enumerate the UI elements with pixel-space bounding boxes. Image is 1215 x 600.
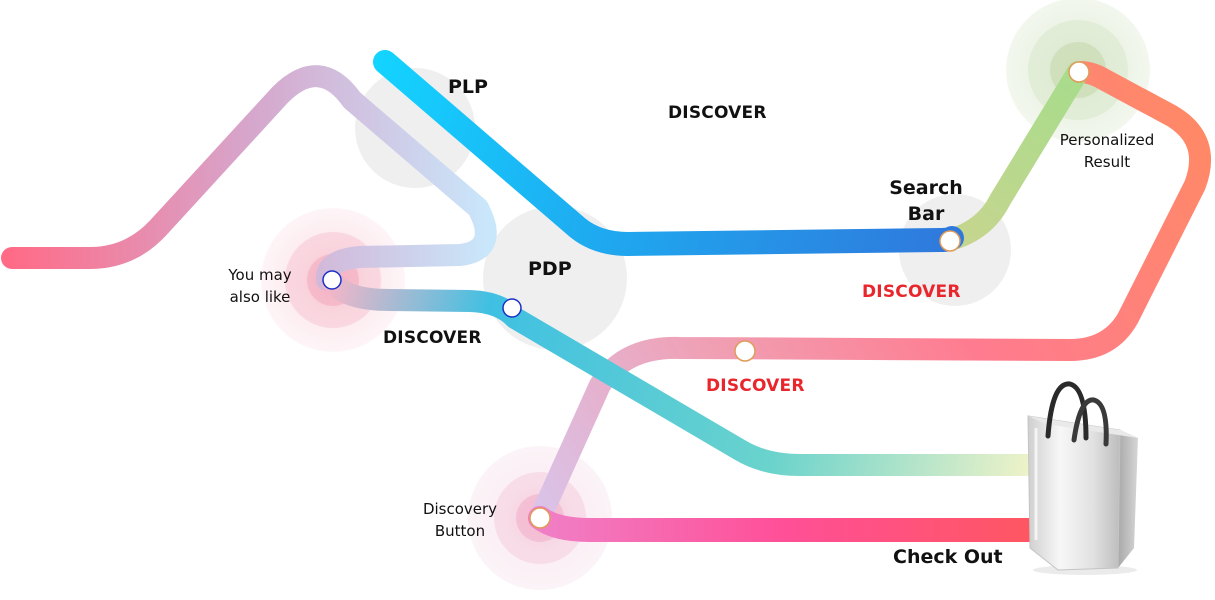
search-bar-label: Search Bar: [889, 175, 963, 227]
station-you-may-like[interactable]: [322, 270, 342, 290]
you-may-label-line1: You may: [228, 266, 292, 284]
discovery-label-line2: Button: [434, 522, 486, 540]
station-search-bar[interactable]: [939, 230, 961, 252]
return-line: [529, 61, 1212, 529]
discover-top-label: DISCOVER: [668, 103, 767, 123]
discover-search-label: DISCOVER: [862, 282, 961, 302]
teal-line: [322, 271, 1041, 476]
search-bar-label-line1: Search: [889, 177, 963, 199]
discovery-label-line1: Discovery: [422, 500, 498, 518]
personalized-result-label: Personalized Result: [1060, 129, 1155, 173]
purple-line: [1, 65, 497, 291]
personalized-label-line2: Result: [1083, 153, 1131, 171]
check-out-label[interactable]: Check Out: [893, 546, 1003, 568]
discover-pdp-label: DISCOVER: [383, 328, 482, 348]
station-personalized[interactable]: [1068, 61, 1090, 83]
shopping-bag-icon[interactable]: [1027, 381, 1138, 575]
personalized-label-line1: Personalized: [1059, 131, 1155, 149]
stations: [322, 61, 1090, 529]
checkout-line: [528, 506, 1042, 542]
search-bar-label-line2: Bar: [907, 203, 945, 225]
station-discovery-button[interactable]: [529, 507, 551, 529]
plp-label: PLP: [448, 76, 488, 98]
pdp-label: PDP: [528, 258, 572, 280]
discovery-button-label: Discovery Button: [423, 498, 497, 542]
station-pdp[interactable]: [502, 298, 522, 318]
discover-middle-label: DISCOVER: [706, 376, 805, 396]
station-discover-middle[interactable]: [734, 340, 756, 362]
you-may-also-like-label: You may also like: [228, 264, 291, 308]
you-may-label-line2: also like: [229, 288, 291, 306]
